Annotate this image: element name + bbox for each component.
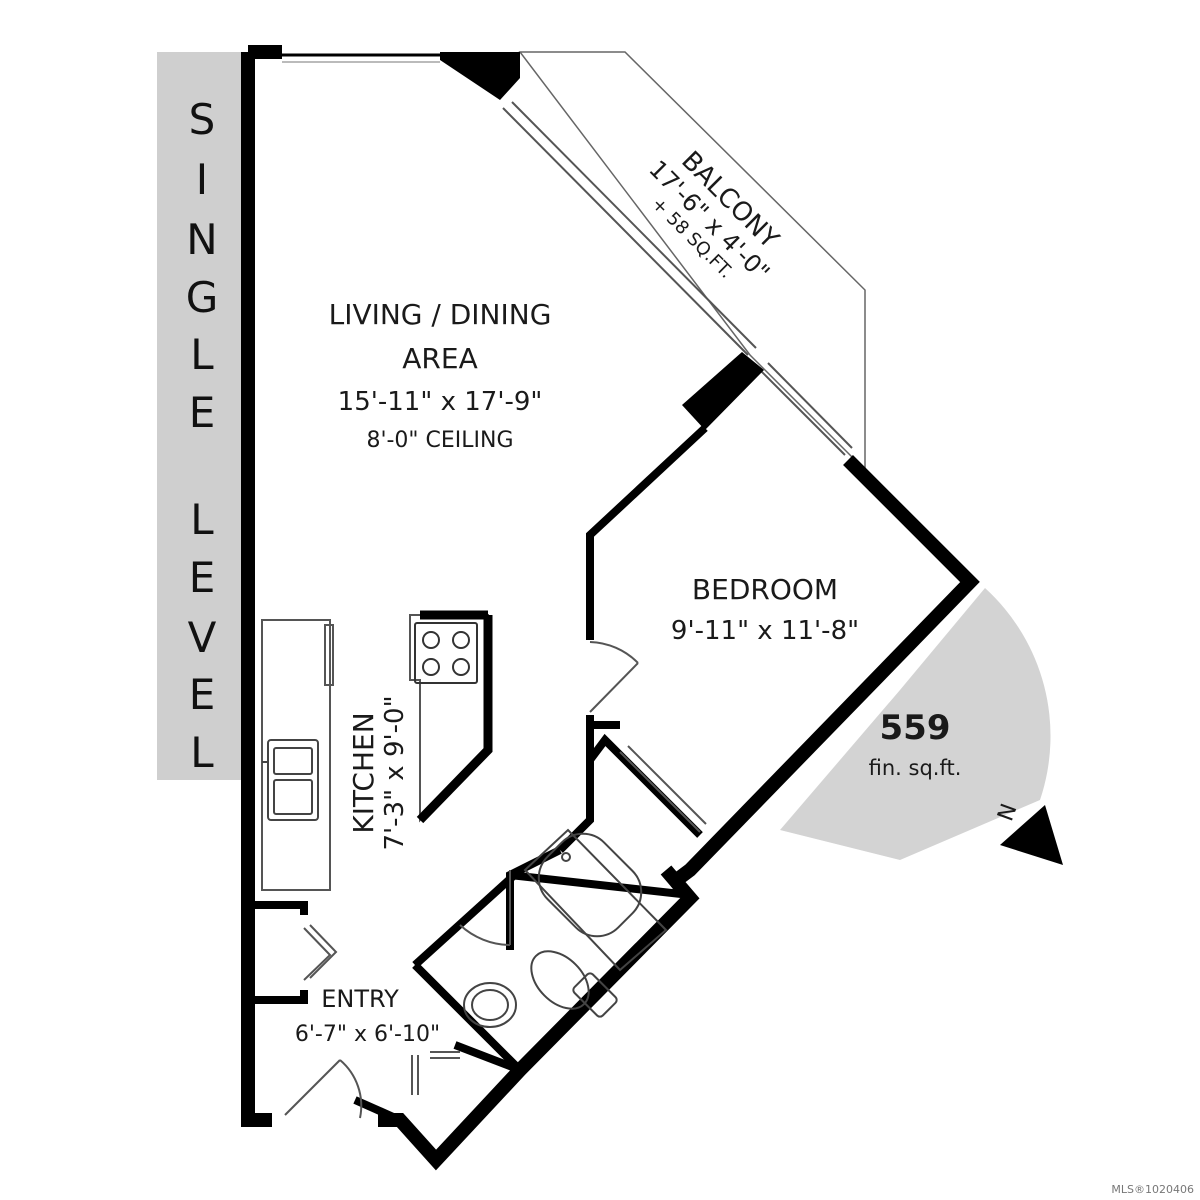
level-letter: I bbox=[195, 155, 209, 204]
kitchen-dimensions: 7'-3" x 9'-0" bbox=[380, 695, 410, 851]
level-letter: L bbox=[190, 330, 214, 379]
level-letter: N bbox=[186, 215, 218, 264]
front-door bbox=[284, 1059, 363, 1119]
kitchen-label: KITCHEN 7'-3" x 9'-0" bbox=[347, 648, 410, 898]
vanity-sink-icon bbox=[463, 982, 517, 1028]
interior-walls bbox=[353, 425, 708, 1124]
kitchen-counter bbox=[261, 619, 334, 891]
island-wall bbox=[416, 615, 493, 824]
entry-closet-doors bbox=[303, 924, 338, 981]
level-letter: L bbox=[190, 728, 214, 777]
level-letter: G bbox=[185, 273, 219, 322]
utility-closet-doors bbox=[411, 1051, 460, 1095]
bedroom-door bbox=[589, 641, 639, 713]
level-letter: V bbox=[187, 613, 217, 662]
sink-icon bbox=[262, 739, 319, 821]
level-letter: E bbox=[188, 670, 216, 719]
living-dining-dimensions: 15'-11" x 17'-9" bbox=[337, 387, 543, 417]
north-arrow-icon bbox=[1000, 805, 1063, 865]
kitchen-name: KITCHEN bbox=[347, 712, 380, 834]
total-area-unit: fin. sq.ft. bbox=[868, 756, 962, 780]
entry-dimensions: 6'-7" x 6'-10" bbox=[294, 1022, 441, 1047]
area-disc bbox=[780, 588, 1051, 860]
level-letter: L bbox=[190, 495, 214, 544]
bedroom-dimensions: 9'-11" x 11'-8" bbox=[670, 616, 860, 646]
bathroom-door bbox=[459, 870, 511, 946]
entry-name: ENTRY bbox=[321, 985, 399, 1013]
total-area-value: 559 bbox=[879, 708, 951, 748]
bathtub-icon bbox=[523, 828, 668, 972]
level-letter: S bbox=[188, 95, 216, 144]
single-level-band bbox=[157, 52, 241, 780]
balcony-glass bbox=[502, 101, 853, 456]
corner-column bbox=[440, 52, 520, 100]
bedroom-name: BEDROOM bbox=[691, 573, 839, 606]
living-dining-name-2: AREA bbox=[402, 342, 478, 375]
utility-closet-wall bbox=[453, 1041, 522, 1074]
stove-icon bbox=[414, 622, 478, 684]
bedroom-closet-doors bbox=[619, 745, 707, 833]
living-dining-name: LIVING / DINING bbox=[328, 298, 552, 331]
living-dining-ceiling: 8'-0" CEILING bbox=[366, 428, 514, 453]
level-letter: E bbox=[188, 553, 216, 602]
toilet-icon bbox=[530, 950, 618, 1018]
entry-closet-walls bbox=[248, 901, 308, 1004]
level-letter: E bbox=[188, 388, 216, 437]
bedroom-corner-block bbox=[682, 352, 764, 430]
mls-watermark: MLS®1020406 bbox=[1111, 1183, 1194, 1196]
